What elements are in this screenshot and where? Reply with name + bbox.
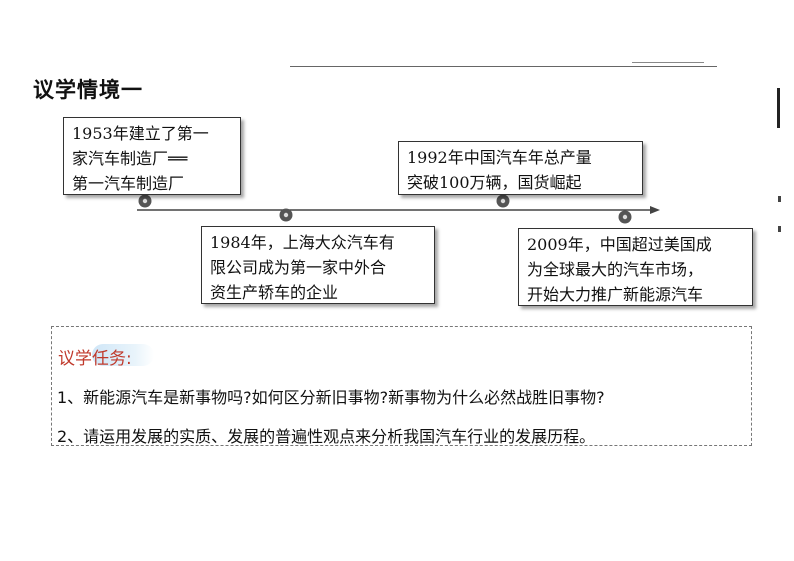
event-text-line: 1984年，上海大众汽车有 xyxy=(210,233,395,252)
event-box-2009: 2009年，中国超过美国成 为全球最大的汽车市场， 开始大力推广新能源汽车 xyxy=(518,228,753,306)
task-item-1: 1、新能源汽车是新事物吗?如何区分新旧事物?新事物为什么必然战胜旧事物? xyxy=(57,388,605,407)
right-edge-dot xyxy=(778,226,781,232)
event-box-1992: 1992年中国汽车年总产量 突破100万辆，国货崛起 xyxy=(398,141,643,195)
timeline-marker-1992 xyxy=(496,194,510,208)
event-box-1984: 1984年，上海大众汽车有 限公司成为第一家中外合 资生产轿车的企业 xyxy=(201,226,435,304)
event-text-line: 第一汽车制造厂 xyxy=(72,174,185,193)
event-text-line: 限公司成为第一家中外合 xyxy=(210,258,387,277)
timeline-arrowhead xyxy=(650,206,660,214)
event-text-line: 突破100万辆，国货崛起 xyxy=(407,173,582,192)
event-text-line: 资生产轿车的企业 xyxy=(210,283,339,302)
top-rule-accent xyxy=(632,62,704,63)
event-box-1953: 1953年建立了第一 家汽车制造厂══ 第一汽车制造厂 xyxy=(63,117,241,195)
top-rule xyxy=(290,66,717,67)
timeline-marker-1984 xyxy=(279,208,293,222)
timeline-marker-2009 xyxy=(618,210,632,224)
event-text-line: 家汽车制造厂══ xyxy=(72,149,188,168)
event-text-line: 为全球最大的汽车市场， xyxy=(527,260,704,279)
page-title: 议学情境一 xyxy=(33,78,143,102)
right-edge-mark xyxy=(777,88,780,128)
task-item-2: 2、请运用发展的实质、发展的普遍性观点来分析我国汽车行业的发展历程。 xyxy=(57,427,596,446)
task-label: 议学任务: xyxy=(58,349,132,369)
task-label-highlight xyxy=(92,344,154,366)
event-text-line: 1953年建立了第一 xyxy=(72,124,209,143)
event-text-line: 开始大力推广新能源汽车 xyxy=(527,285,704,304)
right-edge-dot xyxy=(778,196,781,202)
event-text-line: 1992年中国汽车年总产量 xyxy=(407,148,592,167)
timeline-marker-1953 xyxy=(138,194,152,208)
task-box xyxy=(51,326,752,446)
event-text-line: 2009年，中国超过美国成 xyxy=(527,235,712,254)
